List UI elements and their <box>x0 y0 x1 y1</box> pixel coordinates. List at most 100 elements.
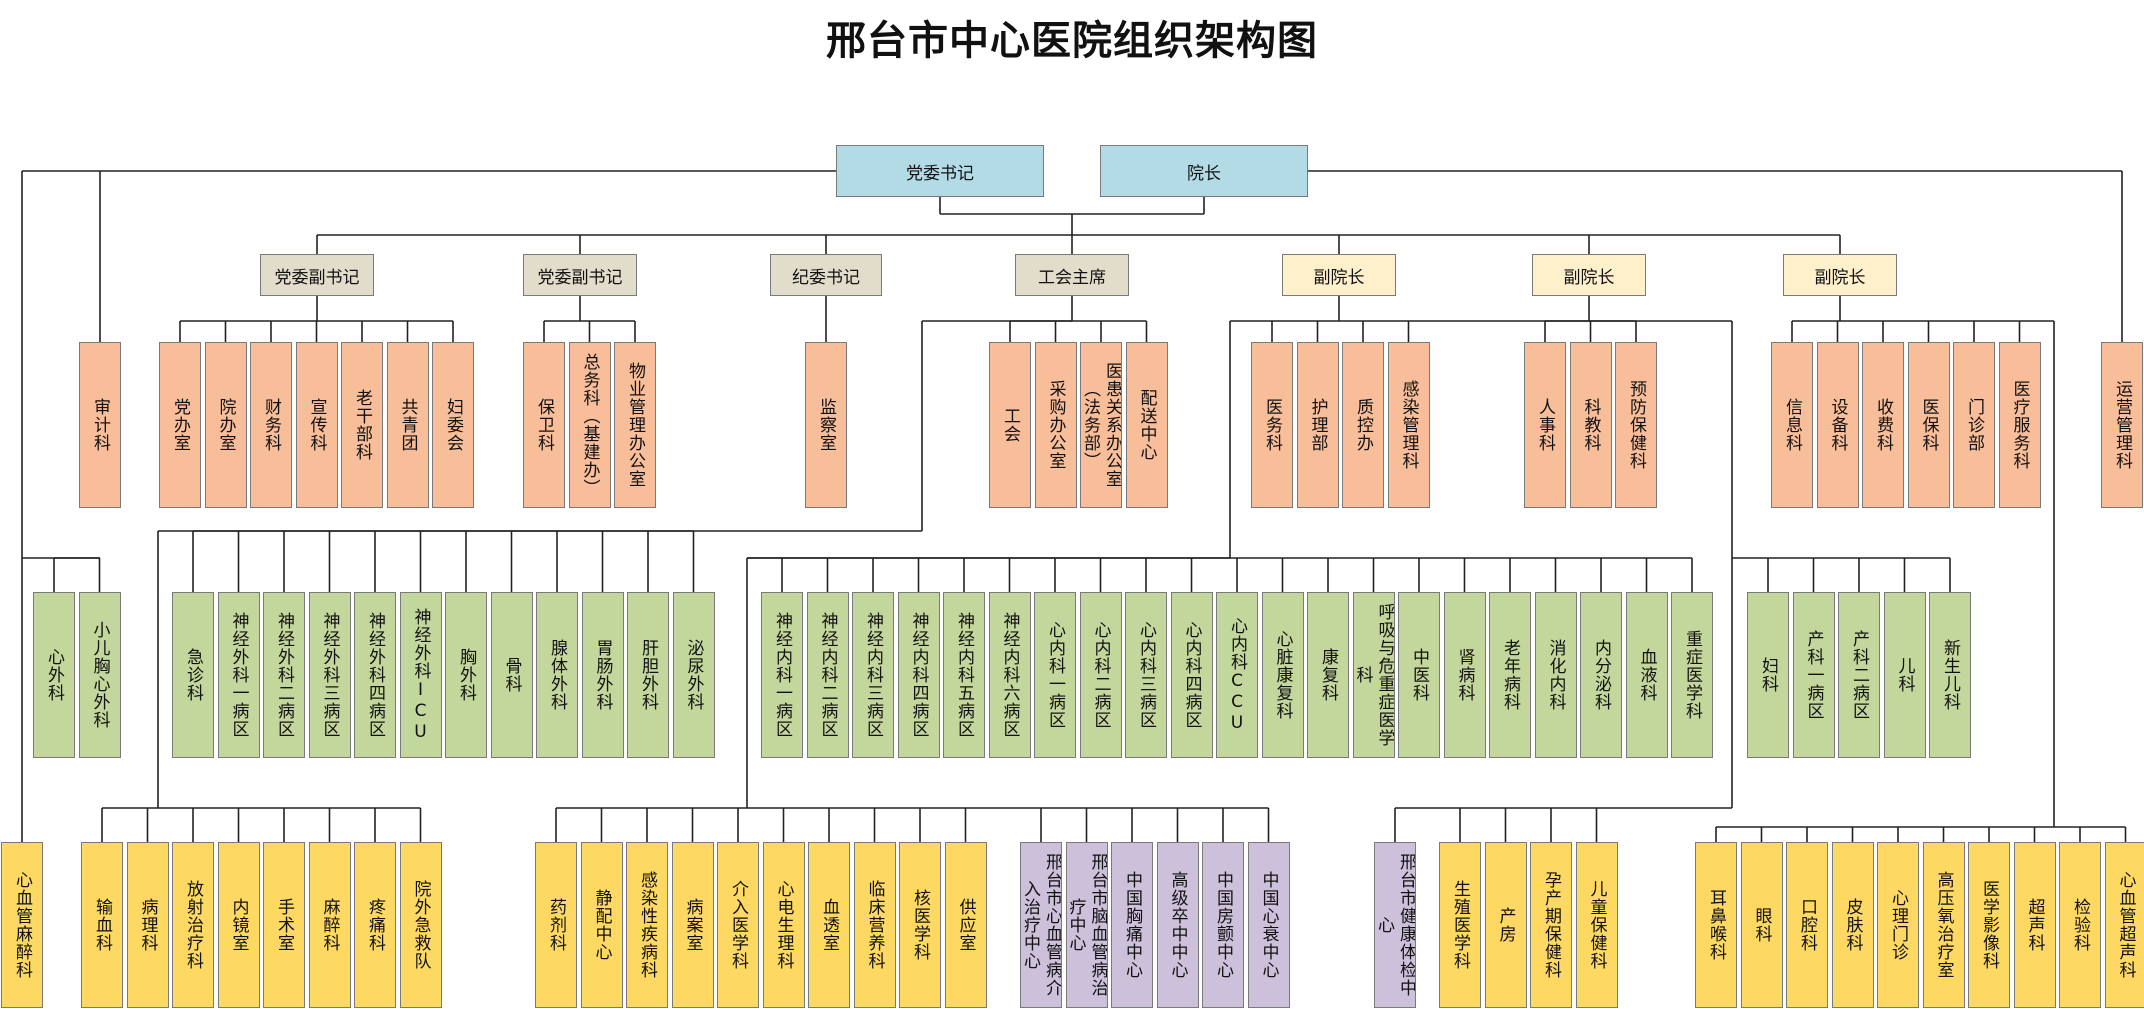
clinical-dept-box: 神经外科三病区 <box>308 592 351 758</box>
dept-box: 人事科 <box>1524 342 1566 508</box>
clinical-dept-box: 心外科 <box>33 592 75 758</box>
org-box-label: 党委书记 <box>906 163 974 184</box>
org-box-label: 门诊部 <box>1964 398 1984 452</box>
clinical-dept-box: 产科一病区 <box>1792 592 1835 758</box>
dept-box: 运营管理科 <box>2101 342 2143 508</box>
org-box-label: 儿科 <box>1894 657 1915 693</box>
org-box-label: 心内科CCU <box>1227 616 1247 734</box>
support-dept-box: 口腔科 <box>1786 842 1828 1008</box>
clinical-dept-box: 神经外科一病区 <box>217 592 260 758</box>
support-dept-box: 生殖医学科 <box>1439 842 1481 1008</box>
org-box-label: 康复科 <box>1318 648 1338 702</box>
support-dept-box: 病案室 <box>671 842 714 1008</box>
dept-box: 医保科 <box>1907 342 1950 508</box>
org-box-label: 人事科 <box>1535 398 1555 452</box>
clinical-dept-box: 新生儿科 <box>1929 592 1971 758</box>
org-box-label: 工会 <box>1000 407 1020 443</box>
org-box-label: 心内科一病区 <box>1045 621 1065 729</box>
org-box-label: 供应室 <box>955 898 976 952</box>
support-dept-box: 静配中心 <box>580 842 623 1008</box>
support-dept-box: 供应室 <box>944 842 987 1008</box>
support-dept-box: 病理科 <box>126 842 169 1008</box>
org-box-label: 胃肠外科 <box>592 639 613 711</box>
dept-box: 总务科（基建办） <box>568 342 611 508</box>
org-box-label: 宣传科 <box>306 398 327 452</box>
org-box-label: 输血科 <box>92 898 112 952</box>
support-dept-box: 手术室 <box>263 842 305 1008</box>
org-box-label: 工会主席 <box>1038 267 1106 288</box>
clinical-dept-box: 神经外科四病区 <box>354 592 396 758</box>
org-box-label: 总务科（基建办） <box>579 353 600 497</box>
support-dept-box: 核医学科 <box>899 842 941 1008</box>
dept-box: 质控办 <box>1342 342 1384 508</box>
org-box-label: 神经内科五病区 <box>954 612 974 738</box>
org-box-label: 口腔科 <box>1797 898 1817 952</box>
org-box-label: 院办室 <box>215 398 236 452</box>
dept-box: 财务科 <box>250 342 292 508</box>
support-dept-box: 产房 <box>1484 842 1527 1008</box>
org-box-label: 邢台市心血管病介入治疗中心 <box>1020 853 1062 997</box>
org-box-label: 心内科四病区 <box>1181 621 1202 729</box>
support-dept-box: 心血管麻醉科 <box>1 842 43 1008</box>
org-box-label: 神经外科二病区 <box>274 612 294 738</box>
clinical-dept-box: 肾病科 <box>1443 592 1486 758</box>
clinical-dept-box: 心脏康复科 <box>1261 592 1304 758</box>
support-dept-box: 心电生理科 <box>762 842 805 1008</box>
clinical-dept-box: 神经内科六病区 <box>988 592 1031 758</box>
leader-box: 工会主席 <box>1015 254 1129 296</box>
org-box-label: 心血管超声科 <box>2115 871 2136 979</box>
org-box-label: 疼痛科 <box>365 898 385 952</box>
org-box-label: 副院长 <box>1563 267 1615 288</box>
org-box-label: 邢台市健康体检中心 <box>1374 853 1416 997</box>
leader-box: 纪委书记 <box>770 254 882 296</box>
org-box-label: 泌尿外科 <box>683 639 704 711</box>
support-dept-box: 药剂科 <box>535 842 577 1008</box>
clinical-dept-box: 消化内科 <box>1534 592 1577 758</box>
dept-box: 监察室 <box>805 342 847 508</box>
org-box-label: 心内科二病区 <box>1090 621 1111 729</box>
clinical-dept-box: 小儿胸心外科 <box>78 592 121 758</box>
org-box-label: 心外科 <box>44 648 64 702</box>
clinical-dept-box: 神经外科ICU <box>399 592 442 758</box>
leader-box: 副院长 <box>1282 254 1396 296</box>
org-box-label: 骨科 <box>501 657 522 693</box>
clinical-dept-box: 急诊科 <box>172 592 214 758</box>
center-box: 中国胸痛中心 <box>1111 842 1153 1008</box>
president-box: 院长 <box>1100 145 1308 197</box>
dept-box: 采购办公室 <box>1034 342 1077 508</box>
dept-box: 共青团 <box>386 342 429 508</box>
leader-box: 副院长 <box>1532 254 1646 296</box>
org-box-label: 皮肤科 <box>1842 898 1863 952</box>
leader-box: 党委副书记 <box>260 254 374 296</box>
dept-box: 信息科 <box>1771 342 1813 508</box>
org-box-label: 肝胆外科 <box>638 639 658 711</box>
dept-box: 护理部 <box>1296 342 1339 508</box>
org-box-label: 血液科 <box>1636 648 1657 702</box>
support-dept-box: 孕产期保健科 <box>1530 842 1572 1008</box>
clinical-dept-box: 泌尿外科 <box>672 592 715 758</box>
clinical-dept-box: 老年病科 <box>1489 592 1531 758</box>
support-dept-box: 内镜室 <box>217 842 260 1008</box>
clinical-dept-box: 产科二病区 <box>1838 592 1880 758</box>
support-dept-box: 放射治疗科 <box>172 842 214 1008</box>
org-box-label: 老年病科 <box>1500 639 1520 711</box>
support-dept-box: 心血管超声科 <box>2104 842 2144 1008</box>
org-box-label: 高级卒中中心 <box>1167 871 1188 979</box>
center-box: 高级卒中中心 <box>1156 842 1199 1008</box>
org-box-label: 心电生理科 <box>773 880 794 970</box>
org-box-label: 新生儿科 <box>1940 639 1960 711</box>
org-box-label: 神经外科一病区 <box>228 612 249 738</box>
clinical-dept-box: 神经外科二病区 <box>263 592 305 758</box>
clinical-dept-box: 中医科 <box>1398 592 1440 758</box>
org-box-label: 胸外科 <box>456 648 476 702</box>
support-dept-box: 麻醉科 <box>308 842 351 1008</box>
org-box-label: 心理门诊 <box>1888 889 1908 961</box>
clinical-dept-box: 腺体外科 <box>536 592 578 758</box>
org-box-label: 产科一病区 <box>1803 630 1824 720</box>
org-box-label: 孕产期保健科 <box>1541 871 1561 979</box>
clinical-dept-box: 肝胆外科 <box>627 592 669 758</box>
org-box-label: 呼吸与危重症医学科 <box>1352 603 1395 747</box>
clinical-dept-box: 重症医学科 <box>1671 592 1713 758</box>
org-box-label: 副院长 <box>1814 267 1866 288</box>
support-dept-box: 心理门诊 <box>1877 842 1919 1008</box>
